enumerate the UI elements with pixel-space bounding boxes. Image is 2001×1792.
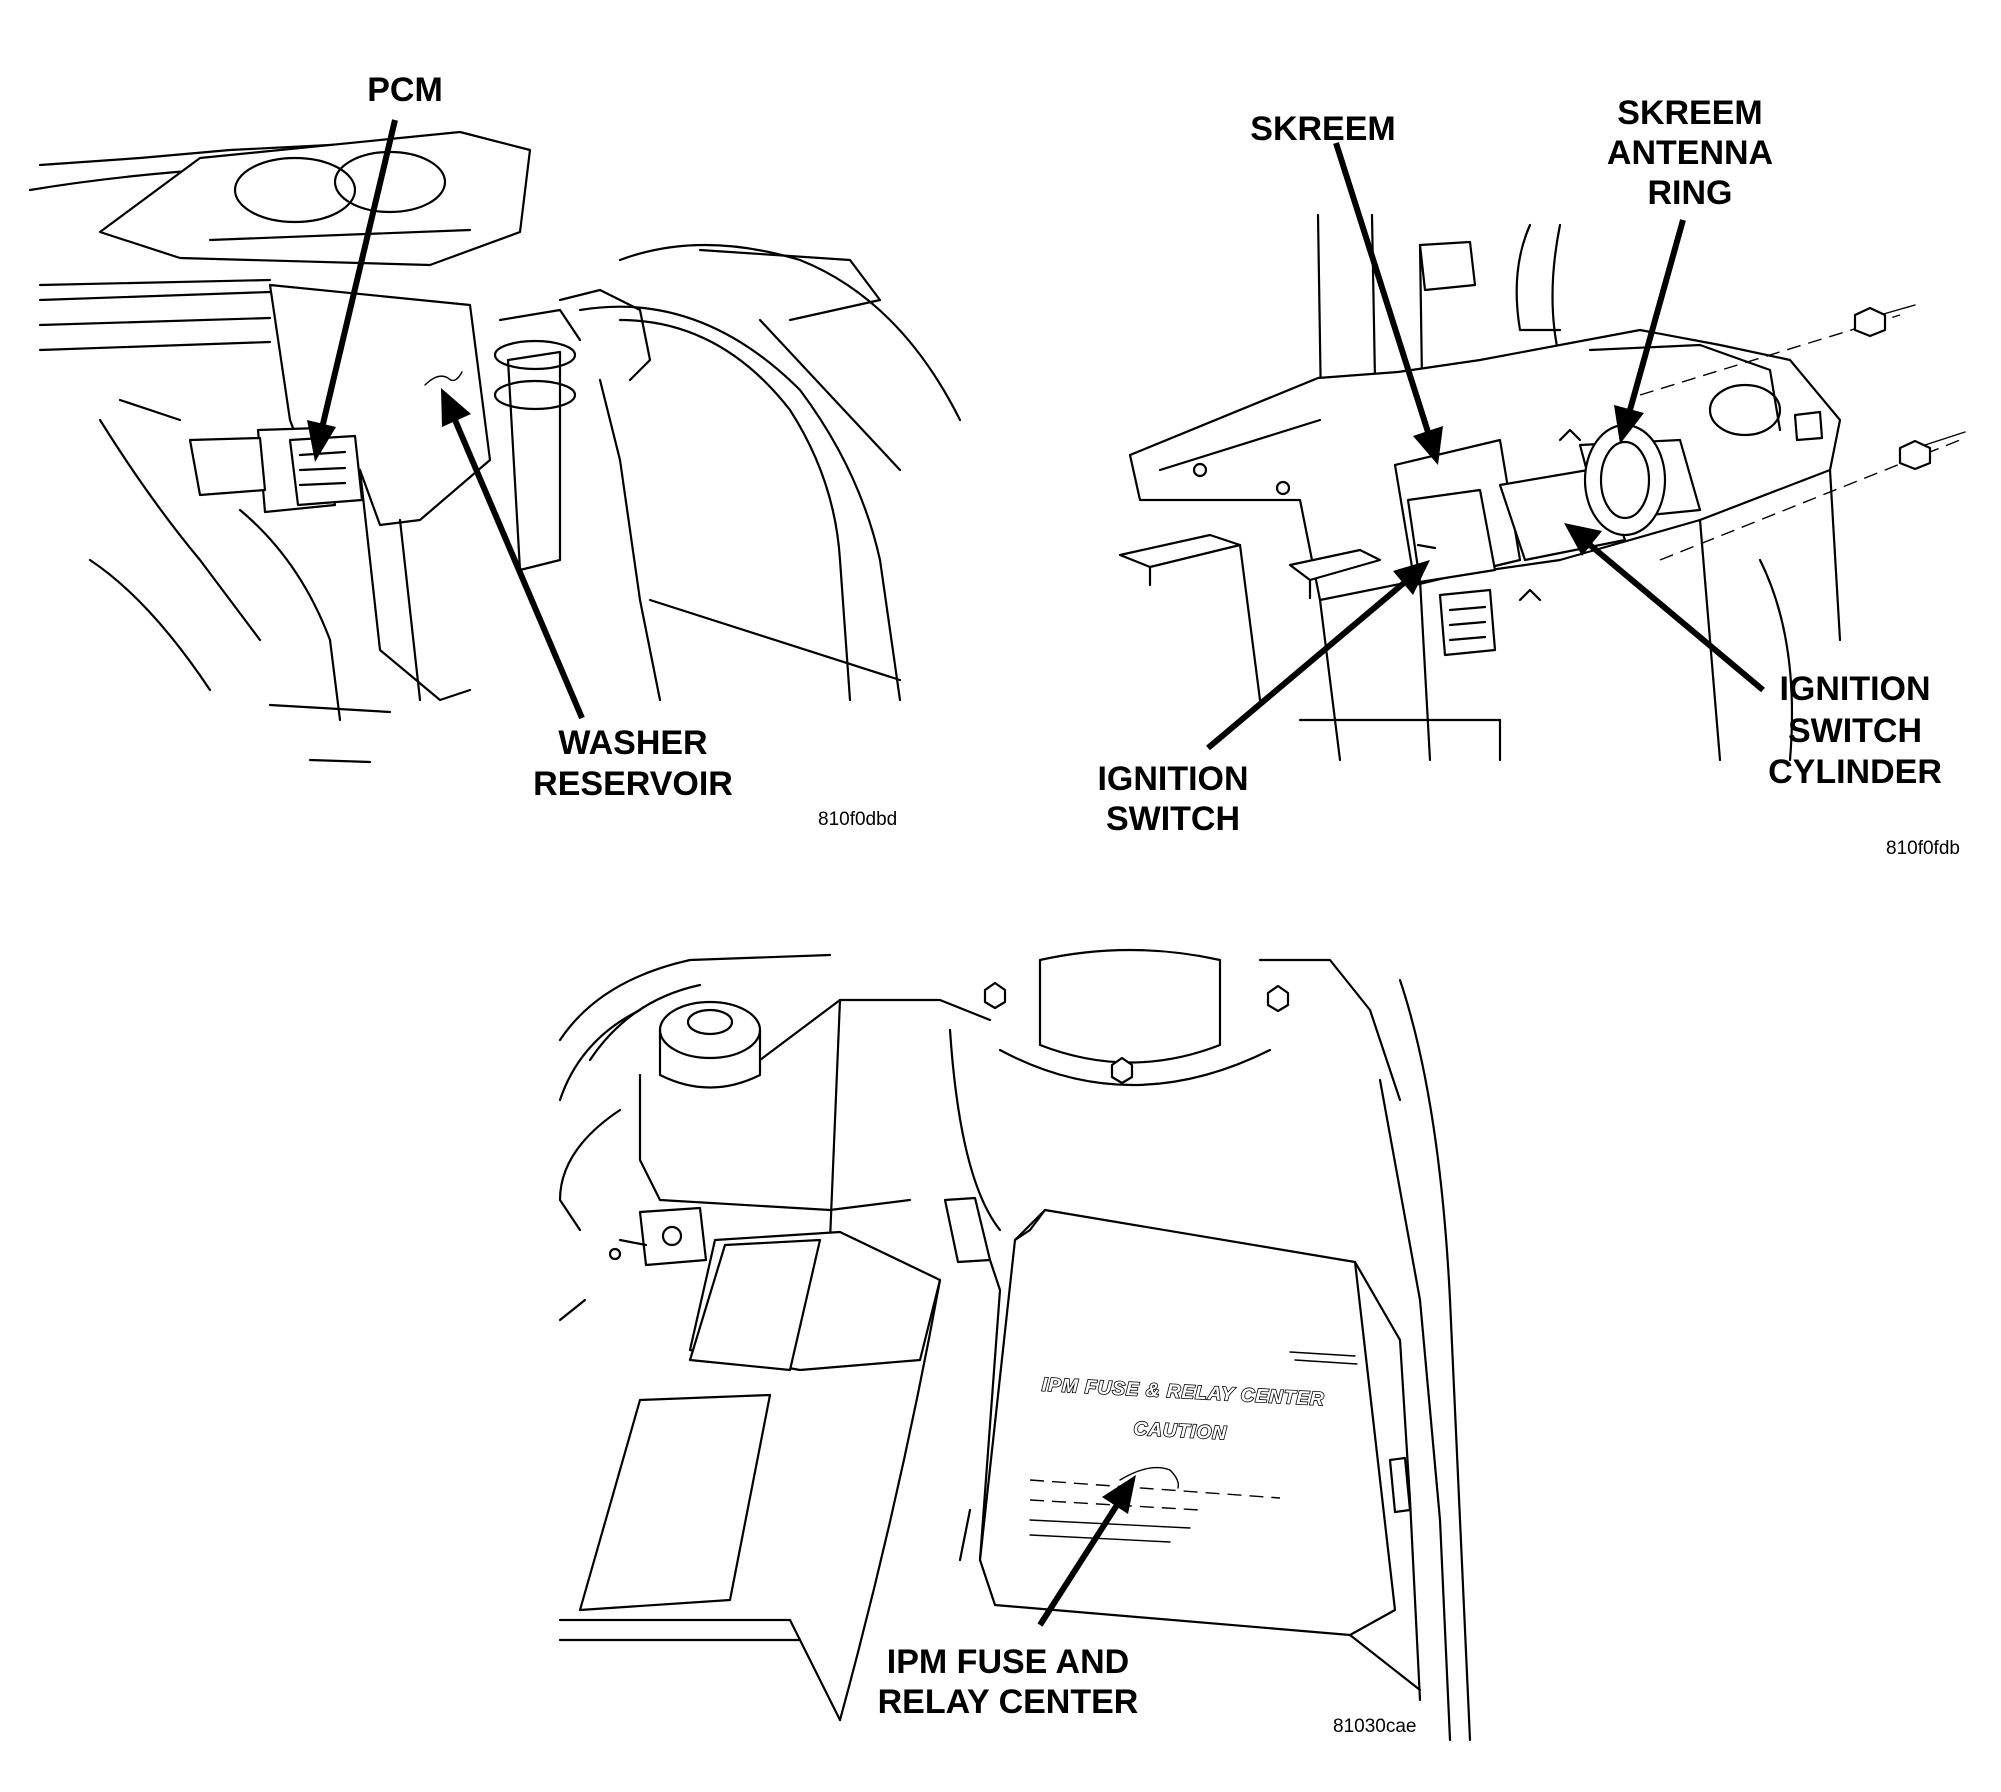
steering-column-drawing [1118, 213, 1966, 762]
engine-compartment-drawing [28, 130, 962, 764]
ignition-switch-leader-arrow [1206, 560, 1430, 751]
antenna-ring-leader-arrow [1614, 219, 1686, 444]
label-cylinder-line2: SWITCH [1788, 712, 1922, 750]
label-washer-reservoir-line2: RESERVOIR [533, 765, 733, 803]
ipm-leader-arrow [1037, 1475, 1136, 1627]
figure-code-top-right: 810f0fdb [1886, 838, 1960, 859]
panel-skreem-ignition: SKREEM SKREEM ANTENNA RING IGNITION SWIT… [1097, 94, 1966, 859]
cylinder-leader-arrow [1564, 523, 1765, 693]
figure-code-top-left: 810f0dbd [818, 809, 897, 830]
skreem-leader-arrow [1333, 142, 1443, 465]
bolt-1 [983, 981, 1007, 1010]
label-cylinder-line1: IGNITION [1779, 670, 1930, 708]
bolt-3 [1110, 1056, 1134, 1085]
label-antenna-ring-line1: SKREEM [1617, 94, 1762, 132]
panel-pcm-washer: PCM WASHER RESERVOIR 810f0dbd [28, 71, 962, 830]
label-cylinder-line3: CYLINDER [1768, 753, 1942, 791]
underhood-drawing [558, 948, 1472, 1742]
washer-leader-arrow [441, 388, 585, 720]
label-antenna-ring-line3: RING [1648, 174, 1733, 212]
panel-ipm-fuse-relay: IPM FUSE & RELAY CENTER CAUTION IPM FUSE… [558, 948, 1472, 1742]
label-ipm-line2: RELAY CENTER [878, 1683, 1139, 1721]
bolt-2 [1266, 984, 1290, 1013]
label-ipm-line1: IPM FUSE AND [887, 1643, 1129, 1681]
label-antenna-ring-line2: ANTENNA [1607, 134, 1773, 172]
label-pcm: PCM [367, 71, 443, 109]
label-ignition-switch-line2: SWITCH [1106, 800, 1240, 838]
label-washer-reservoir-line1: WASHER [558, 724, 707, 762]
pcm-leader-arrow [307, 119, 398, 462]
label-skreem: SKREEM [1250, 110, 1395, 148]
label-ignition-switch-line1: IGNITION [1097, 760, 1248, 798]
figure-code-bottom: 81030cae [1333, 1716, 1416, 1737]
